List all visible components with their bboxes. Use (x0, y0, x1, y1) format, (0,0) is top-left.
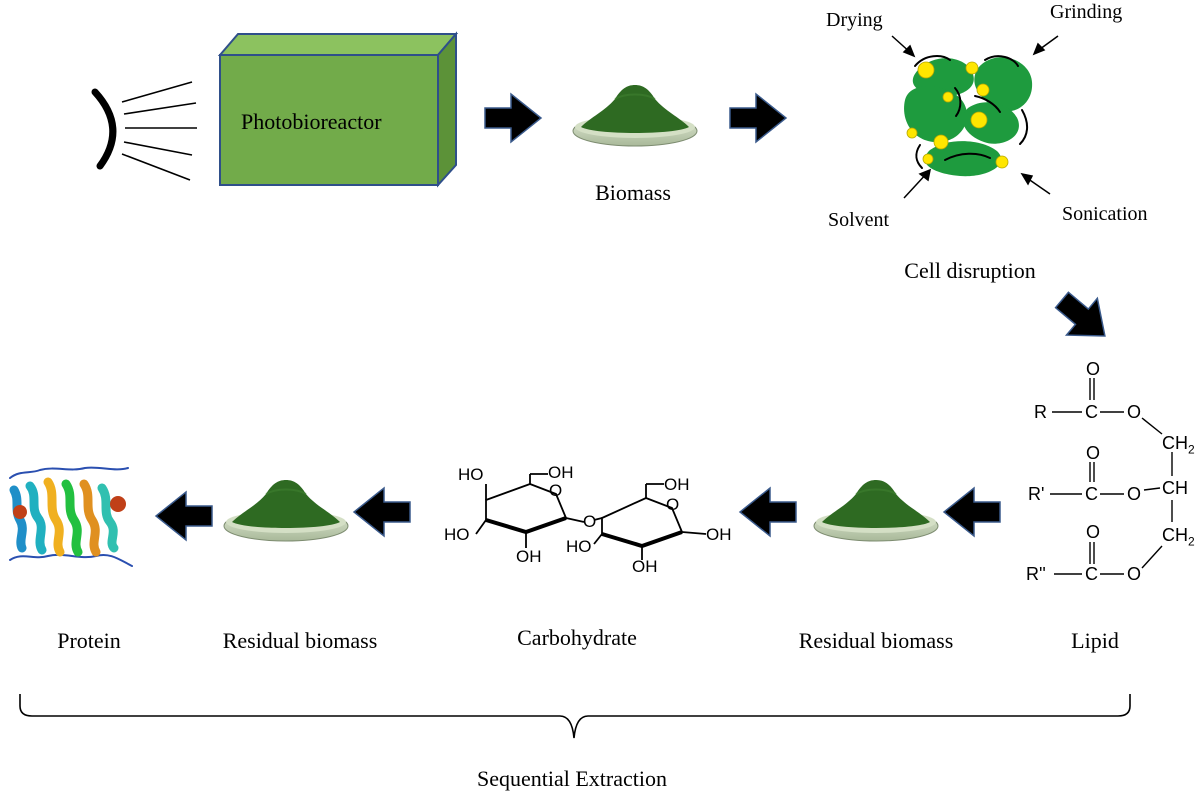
lipid-atom-o2b: O (1127, 484, 1142, 504)
arrow-biomass-to-disruption (729, 93, 787, 143)
arrow-disruption-to-lipid (1045, 280, 1122, 356)
lipid-atom-ch2a: CH2 (1162, 433, 1195, 457)
carb-atom-ring-o2: O (666, 495, 680, 514)
lipid-atom-ch2b: CH2 (1162, 525, 1195, 549)
cell-blob-5 (924, 141, 1002, 177)
residual-biomass-right-label: Residual biomass (798, 628, 954, 653)
lipid-atom-o2: O (1086, 443, 1101, 463)
lipid-atom-c3: C (1085, 564, 1098, 584)
sequential-extraction-label: Sequential Extraction (477, 766, 667, 791)
photobioreactor-box (217, 31, 459, 188)
carb-atom-ho-a: HO (458, 465, 484, 484)
grinding-label: Grinding (1050, 1, 1123, 23)
arrow-residual-to-protein (155, 491, 213, 541)
arrow-carbohydrate-to-residual (353, 487, 411, 537)
sonication-label: Sonication (1062, 203, 1148, 225)
carbohydrate-structure (475, 473, 707, 560)
lipid-atom-r1: R (1034, 402, 1047, 422)
drying-label: Drying (826, 9, 883, 31)
lipid-atom-o3: O (1086, 522, 1101, 542)
residual-biomass-left-label: Residual biomass (222, 628, 378, 653)
carb-atom-bridge-o: O (583, 512, 597, 531)
lipid-atom-r2: R' (1028, 484, 1045, 504)
light-rays (121, 81, 197, 181)
carb-atom-oh-d: OH (632, 557, 658, 576)
carb-atom-ring-o1: O (549, 481, 563, 500)
cell-disruption-label: Cell disruption (904, 258, 1036, 283)
protein-illustration (9, 466, 133, 567)
carb-atom-oh-b: OH (516, 547, 542, 566)
photobioreactor-label: Photobioreactor (241, 109, 382, 134)
protein-label: Protein (57, 628, 121, 653)
lipid-label: Lipid (1071, 628, 1119, 653)
biomass-dish (572, 84, 698, 147)
carb-atom-ho-b: HO (444, 525, 470, 544)
lipid-structure (1050, 378, 1173, 575)
solvent-label: Solvent (828, 209, 890, 231)
residual-biomass-dish-left (223, 479, 349, 542)
arrow-lipid-to-residual (943, 487, 1001, 537)
cell-blob-2 (974, 57, 1033, 112)
carb-atom-oh-a: OH (548, 463, 574, 482)
lipid-atom-o1b: O (1127, 402, 1142, 422)
carbohydrate-label: Carbohydrate (517, 625, 637, 650)
arrow-reactor-to-biomass (484, 93, 542, 143)
carb-atom-ho-c: HO (566, 537, 592, 556)
cell-disruption-illustration (891, 35, 1059, 199)
lipid-atom-o3b: O (1127, 564, 1142, 584)
lipid-atom-c2: C (1085, 484, 1098, 504)
biomass-label: Biomass (595, 180, 671, 205)
lipid-atom-c1: C (1085, 402, 1098, 422)
lipid-atom-ch: CH (1162, 478, 1188, 498)
light-source-arc (91, 88, 117, 170)
residual-biomass-dish-right (813, 479, 939, 542)
lipid-atom-o1: O (1086, 359, 1101, 379)
lipid-atom-r3: R'' (1026, 564, 1046, 584)
arrow-residual-to-carbohydrate (739, 487, 797, 537)
sequential-extraction-brace (19, 694, 1131, 739)
carb-atom-oh-c: OH (664, 475, 690, 494)
carb-atom-oh-e: OH (706, 525, 732, 544)
